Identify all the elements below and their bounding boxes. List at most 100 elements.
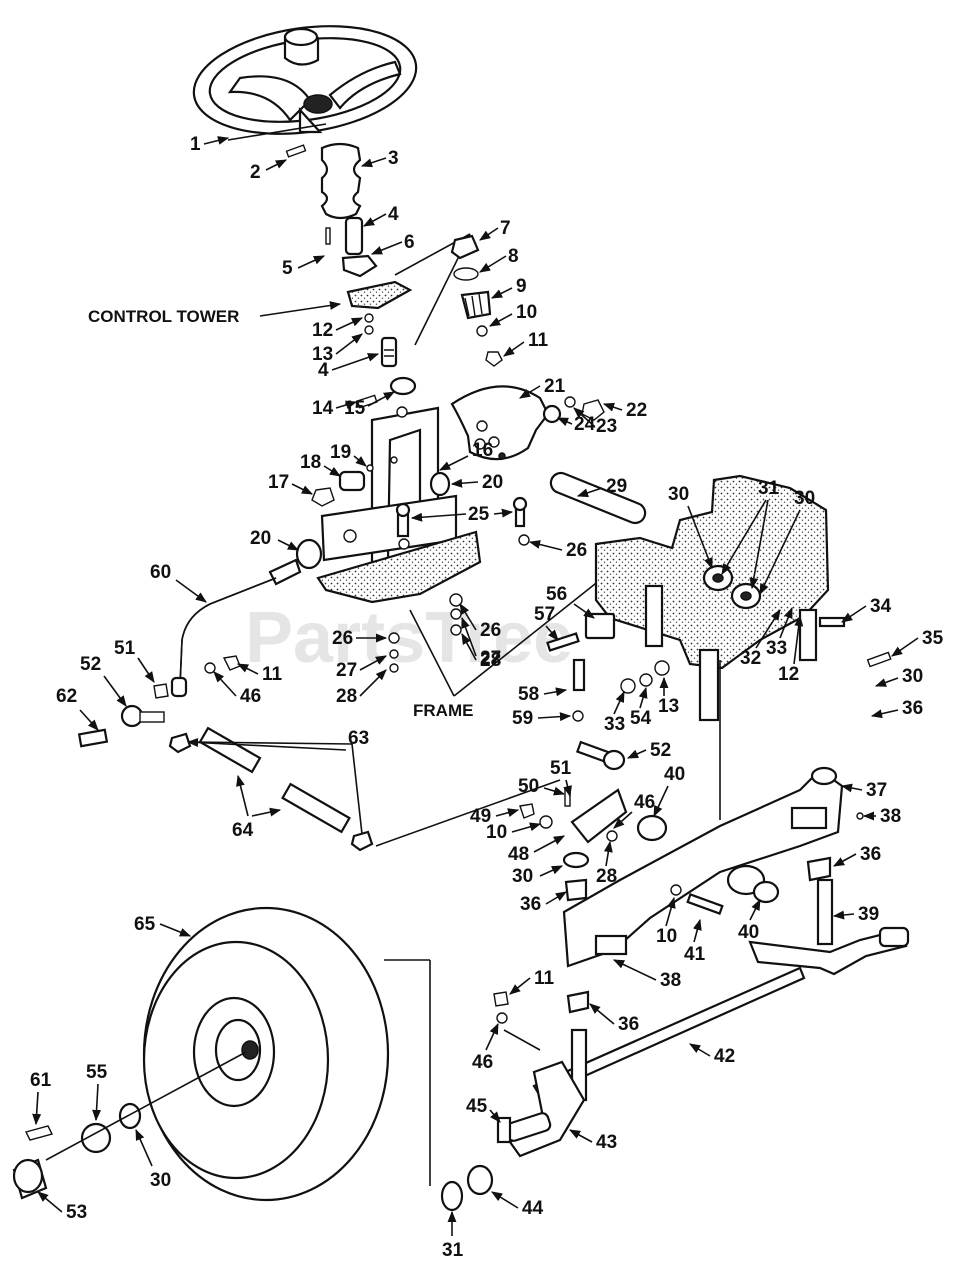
callout: 28 [461,633,501,671]
bushings-17-20 [295,464,451,570]
callout-number: 36 [520,894,541,915]
callout-number: 18 [300,452,321,473]
callout-number: 13 [312,344,333,365]
spindle-right [748,856,910,976]
callout-number: 27 [480,648,501,669]
callout: 10 [486,822,542,843]
callout-number: 26 [332,628,353,649]
callout-number: 53 [66,1202,87,1223]
callout: 17 [268,472,314,495]
callout-number: 64 [232,820,254,841]
callout: 42 [689,1043,735,1067]
callout: 30 [512,865,564,887]
callout: 4 [363,204,399,227]
callout-number: 12 [312,320,333,341]
callout: 2 [250,159,288,183]
callout-number: 44 [522,1198,544,1219]
callout: 36 [833,844,881,867]
callout: 13 [312,333,363,365]
callout: 12 [312,317,364,341]
callout: 51 [550,758,572,798]
callout: 30 [759,488,815,596]
callout-number: 16 [472,440,493,461]
callout-number: 12 [778,664,799,685]
callout: 63 [186,728,369,751]
callout: 43 [569,1129,617,1153]
callout: 11 [236,663,283,685]
callout: 25 [410,504,514,525]
callout: 27 [336,655,387,681]
callout-number: 11 [534,968,555,989]
callout: 53 [37,1191,87,1223]
callout-number: 56 [546,584,567,605]
callout: 4 [318,353,380,381]
callout: 55 [86,1062,108,1122]
callout: 28 [336,669,387,707]
callout: 26 [528,540,587,561]
callout-number: 10 [486,822,507,843]
callout-number: 40 [738,922,759,943]
drag-link [153,558,302,699]
callout: 22 [602,400,647,421]
callout-number: 34 [870,596,892,617]
callout-number: 59 [512,708,533,729]
callout: 62 [56,686,99,731]
callout: 30 [668,484,713,570]
callout-number: 52 [650,740,671,761]
callout: 39 [832,904,879,925]
callout-number: 4 [388,204,399,225]
callout: 52 [626,740,671,761]
callout-number: 43 [596,1132,617,1153]
callout: 6 [370,232,415,255]
callout: 56 [546,584,595,619]
control-tower-label: CONTROL TOWER [88,301,342,326]
nut-washer-group-22-24 [542,396,605,424]
callout-number: 48 [508,844,529,865]
callout-number: 54 [630,708,652,729]
callout: 7 [479,218,511,241]
callout-number: 22 [626,400,647,421]
callout: 19 [330,442,367,467]
callout-number: 46 [240,686,261,707]
callout: 38 [862,806,901,827]
callout: 40 [738,898,761,943]
callout: 10 [489,302,537,327]
callout-number: 5 [282,258,293,279]
callout: 60 [150,562,207,603]
callout: 23 [573,407,617,437]
callout-number: 28 [336,686,357,707]
sector-gear [450,385,550,461]
callout-number: 31 [758,478,780,499]
callout-number: CONTROL TOWER [88,307,239,326]
callout: 35 [891,628,944,657]
callout: 61 [30,1070,52,1126]
pinion-gear-stack [450,234,503,367]
callout: 44 [491,1191,544,1219]
callout-number: 26 [566,540,587,561]
callout-number: 55 [86,1062,108,1083]
callout: 38 [612,959,681,991]
callout-number: 51 [114,638,136,659]
callout-number: 20 [250,528,271,549]
callout: 33 [604,690,625,735]
callout: 65 [134,914,192,937]
callout-number: 11 [262,664,283,685]
callout: 30 [874,666,923,687]
callout-number: 26 [480,620,501,641]
callout: 3 [360,148,399,169]
callout-number: 19 [330,442,351,463]
callout: 50 [518,776,566,797]
callout: 20 [250,528,300,551]
callout-number: 65 [134,914,156,935]
callout-number: 39 [858,904,879,925]
callout: 11 [509,968,555,995]
callout: 8 [479,246,519,273]
watermark: PartsTree [245,598,573,678]
spindle-left [440,990,590,1212]
callout-number: 30 [150,1170,171,1191]
callout-number: 52 [80,654,101,675]
callout-number: 46 [634,792,655,813]
callout-number: 10 [656,926,677,947]
callout: 36 [870,698,923,719]
callout-number: 28 [480,650,501,671]
